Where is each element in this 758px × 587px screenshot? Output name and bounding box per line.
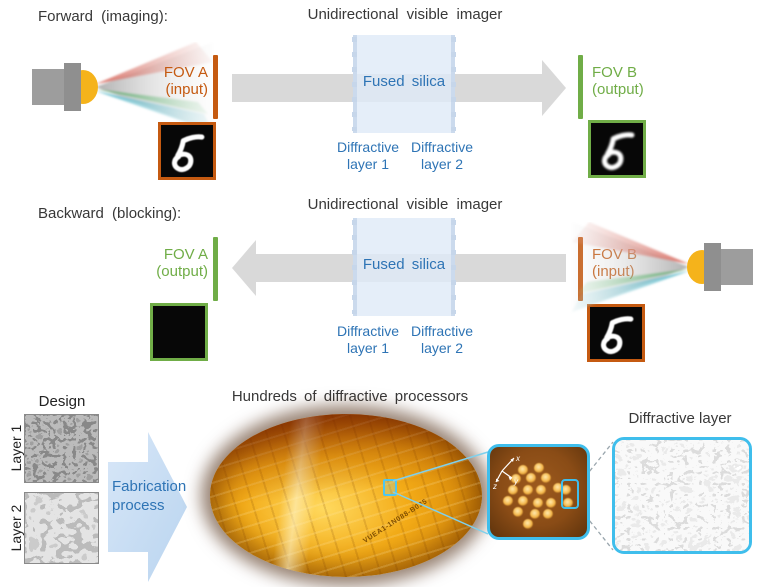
backward-section-label: Backward (blocking): — [38, 205, 182, 222]
processor-dot — [513, 506, 524, 517]
svg-text:z: z — [493, 482, 497, 490]
layer2-label: Layer 2 — [8, 504, 24, 552]
processor-dot — [508, 485, 519, 496]
processor-dot — [525, 472, 536, 483]
processor-closeup-inset: x y z — [487, 444, 590, 540]
diffractive-layer1-edge — [352, 220, 357, 314]
processor-dot — [517, 465, 528, 476]
processor-dot — [541, 472, 552, 483]
fabrication-process-label: Fabrication process — [112, 478, 187, 514]
forward-input-image — [158, 122, 216, 180]
wafer-shading — [210, 414, 482, 577]
fov-b-plane — [578, 55, 583, 119]
wafer-image: VUEA1-1N088-B035 — [210, 414, 482, 577]
layer1-design-image — [24, 414, 99, 483]
inset-zoom-marker — [561, 479, 579, 509]
projector-icon — [28, 42, 218, 134]
processor-dot — [552, 483, 563, 494]
fov-a-plane-backward — [213, 237, 218, 301]
fabrication-arrow — [108, 432, 187, 582]
fov-b-label: FOV B (output) — [592, 64, 662, 98]
processor-dot — [534, 462, 545, 473]
processor-dot — [543, 508, 554, 519]
processor-dot — [529, 508, 540, 519]
forward-output-image — [588, 120, 646, 178]
backward-output-image-blocked — [150, 303, 208, 361]
processor-dot-field — [490, 447, 587, 537]
processor-dot — [522, 518, 533, 529]
diffractive-layer1-label: Diffractive layer 1 — [337, 139, 399, 172]
processor-dot — [511, 474, 522, 485]
diffractive-layer2-edge — [451, 220, 456, 314]
fused-silica-block-backward: Fused silica — [352, 218, 456, 316]
xyz-axis-icon: x y z — [493, 454, 521, 490]
processor-dot — [517, 496, 528, 506]
diffractive-layer-sem-image — [612, 437, 752, 554]
layer1-label: Layer 1 — [8, 424, 24, 472]
processor-dot — [536, 485, 547, 496]
light-beams — [96, 42, 213, 132]
mnist-digit-5 — [171, 134, 205, 173]
fov-a-label-backward: FOV A (output) — [156, 246, 208, 280]
design-label: Design — [38, 393, 86, 410]
processor-dot — [562, 497, 573, 508]
processor-dot — [532, 497, 543, 508]
svg-text:x: x — [515, 454, 521, 463]
fov-a-role: (input) — [165, 81, 208, 98]
diffractive-layer2-label: Diffractive layer 2 — [411, 139, 473, 172]
processor-dot — [546, 497, 557, 508]
forward-section-label: Forward (imaging): — [38, 8, 168, 25]
diffractive-layer2-edge — [451, 37, 456, 131]
backward-input-image — [587, 304, 645, 362]
mnist-digit-5 — [600, 316, 634, 355]
fused-silica-label: Fused silica — [362, 73, 446, 90]
diffractive-layer2-label-backward: Diffractive layer 2 — [411, 323, 473, 356]
projector-icon-backward — [567, 222, 757, 314]
fused-silica-label: Fused silica — [362, 256, 446, 273]
fov-a-name: FOV A — [163, 64, 208, 81]
processor-dot — [560, 485, 571, 496]
fused-silica-block: Fused silica — [352, 35, 456, 133]
fov-a-plane — [213, 55, 218, 119]
diffractive-layer1-edge — [352, 37, 357, 131]
light-beams — [572, 222, 689, 312]
forward-device-title: Unidirectional visible imager — [307, 6, 503, 23]
diffractive-layer1-label-backward: Diffractive layer 1 — [337, 323, 399, 356]
mnist-digit-5 — [601, 132, 635, 171]
fov-b-role: (output) — [592, 81, 644, 98]
fov-a-label: FOV A (input) — [140, 64, 208, 98]
processor-dot — [503, 496, 514, 506]
wafer-zoom-marker — [383, 479, 397, 496]
backward-device-title: Unidirectional visible imager — [307, 196, 503, 213]
processor-dot — [522, 485, 533, 496]
layer2-design-image — [24, 492, 99, 564]
diffractive-layer-inset-label: Diffractive layer — [628, 410, 732, 427]
svg-text:y: y — [513, 477, 519, 486]
wafer-title: Hundreds of diffractive processors — [231, 388, 469, 405]
fov-b-name: FOV B — [592, 64, 638, 81]
